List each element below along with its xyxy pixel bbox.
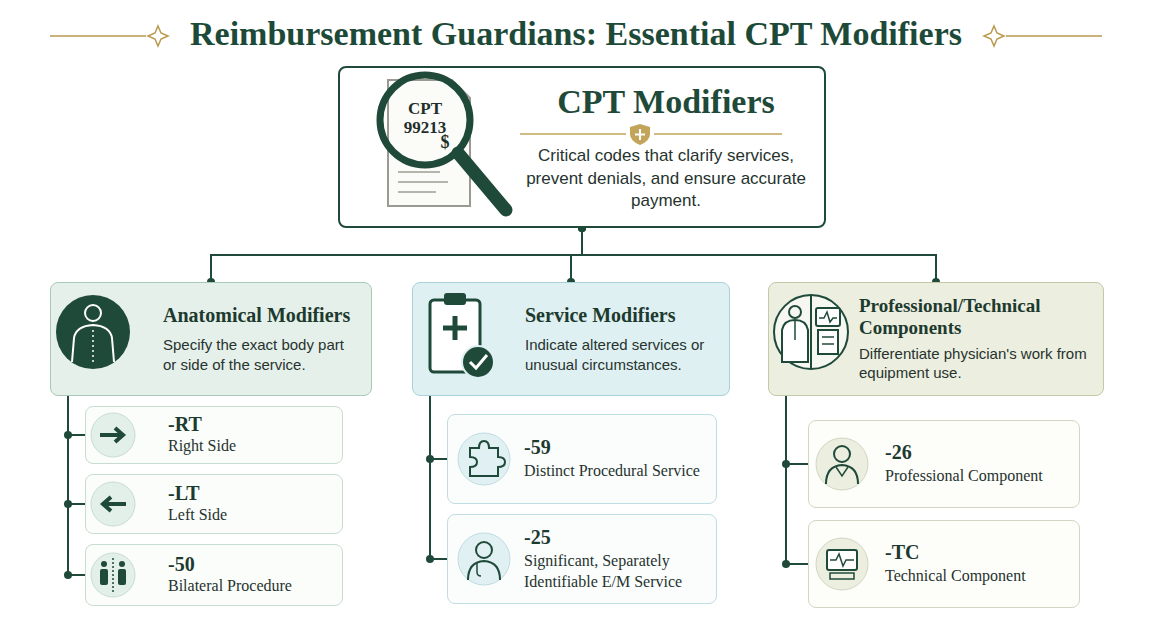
modifier-name: Left Side	[168, 505, 332, 526]
modifier-name: Technical Component	[885, 566, 1069, 587]
code-label: CPT 99213	[393, 100, 457, 137]
monitor-icon	[816, 538, 868, 590]
modifier-code: -25	[524, 526, 706, 549]
currency-label: $	[436, 133, 454, 153]
modifier-code: -50	[168, 553, 332, 576]
category-box: Professional/Technical ComponentsDiffere…	[768, 282, 1104, 396]
modifier-name: Professional Component	[885, 466, 1069, 487]
body-icon	[56, 295, 130, 369]
junction-dot	[782, 560, 790, 568]
modifier-box: -26Professional Component	[808, 420, 1080, 508]
modifier-box: -25Significant, Separately Identifiable …	[447, 514, 717, 604]
junction-dot	[426, 455, 434, 463]
connector-line	[68, 396, 85, 504]
left-arrow-icon	[91, 482, 135, 526]
connector-line	[68, 396, 85, 435]
magnifier-icon	[380, 75, 506, 210]
root-box: CPT ModifiersCritical codes that clarify…	[338, 66, 826, 228]
node-heading: Service Modifiers	[525, 304, 719, 327]
modifier-code: -TC	[885, 541, 1069, 564]
node-description: Critical codes that clarify services, pr…	[522, 145, 810, 211]
category-box: Service ModifiersIndicate altered servic…	[412, 282, 730, 396]
modifier-box: -TCTechnical Component	[808, 520, 1080, 608]
junction-dot	[426, 555, 434, 563]
modifier-box: -59Distinct Procedural Service	[447, 414, 717, 504]
category-box: Anatomical ModifiersSpecify the exact bo…	[50, 282, 372, 396]
connector-line	[68, 396, 85, 575]
node-description: Specify the exact body part or side of t…	[163, 335, 361, 374]
connector-line	[211, 228, 582, 282]
modifier-name: Bilateral Procedure	[168, 576, 332, 597]
node-description: Differentiate physician's work from equi…	[859, 344, 1093, 383]
diagram-title: Reimbursement Guardians: Essential CPT M…	[170, 12, 982, 56]
connector-line	[786, 396, 808, 564]
junction-dot	[782, 460, 790, 468]
connector-line	[582, 228, 936, 282]
node-heading: CPT Modifiers	[522, 82, 810, 121]
modifier-box: -LTLeft Side	[85, 474, 343, 534]
bilateral-icon	[91, 553, 135, 597]
modifier-code: -59	[524, 436, 706, 459]
node-heading: Professional/Technical Components	[859, 295, 1093, 339]
junction-dot	[64, 571, 72, 579]
modifier-name: Significant, Separately Identifiable E/M…	[524, 551, 706, 593]
physician-icon	[816, 438, 868, 490]
connector-line	[571, 228, 582, 282]
clipboard-icon	[430, 293, 494, 378]
puzzle-icon	[458, 433, 510, 485]
connector-line	[786, 396, 808, 464]
modifier-name: Distinct Procedural Service	[524, 461, 706, 482]
modifier-code: -RT	[168, 413, 332, 436]
clinician-icon	[458, 533, 510, 585]
modifier-box: -RTRight Side	[85, 406, 343, 464]
connector-line	[430, 396, 447, 459]
modifier-box: -50Bilateral Procedure	[85, 544, 343, 606]
node-heading: Anatomical Modifiers	[163, 304, 361, 327]
node-description: Indicate altered services or unusual cir…	[525, 335, 719, 374]
junction-dot	[64, 500, 72, 508]
modifier-code: -LT	[168, 482, 332, 505]
right-arrow-icon	[91, 413, 135, 457]
modifier-code: -26	[885, 441, 1069, 464]
junction-dot	[64, 431, 72, 439]
modifier-name: Right Side	[168, 436, 332, 457]
connector-line	[430, 396, 447, 559]
gold-rule	[520, 124, 782, 145]
doctor-machine-icon	[774, 295, 848, 369]
